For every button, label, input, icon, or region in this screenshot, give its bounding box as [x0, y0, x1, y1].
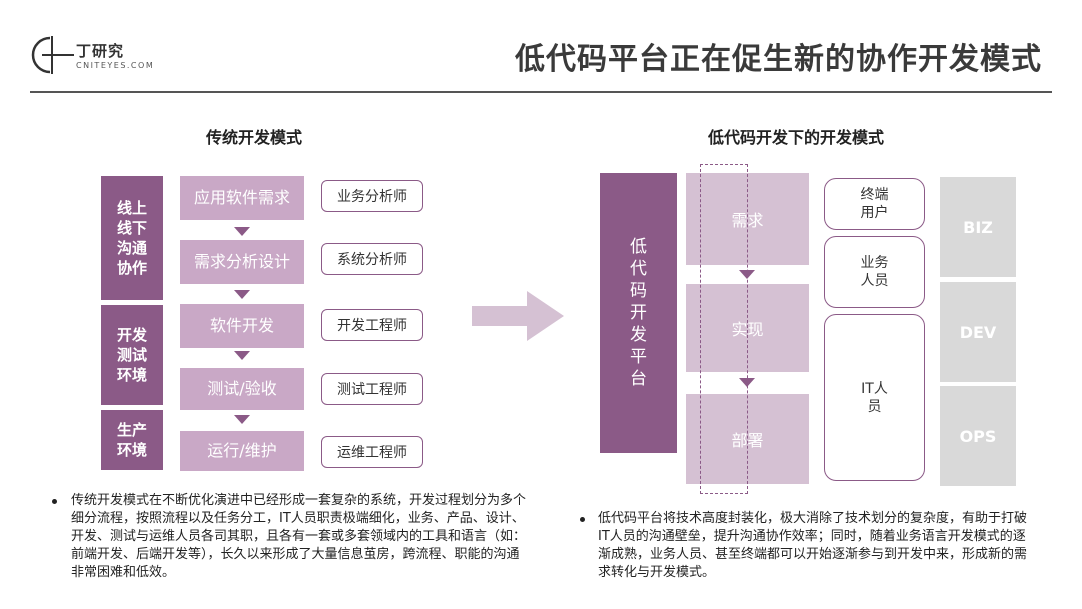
logo-text-en: CNITEYES.COM [76, 61, 155, 70]
layer-ops: OPS [940, 386, 1016, 486]
stage-dev-test: 开发测试环境 [101, 305, 163, 405]
big-right-arrow-icon [472, 291, 564, 341]
step-operations: 运行/维护 [180, 431, 304, 471]
page-title: 低代码平台正在促生新的协作开发模式 [515, 42, 1042, 77]
role-end-user: 终端用户 [824, 178, 925, 230]
title-divider [30, 91, 1052, 93]
role-system-analyst: 系统分析师 [321, 243, 423, 275]
left-section-title: 传统开发模式 [206, 128, 303, 147]
left-note: 传统开发模式在不断优化演进中已经形成一套复杂的系统，开发过程划分为多个细分流程，… [71, 493, 527, 580]
step-development: 软件开发 [180, 304, 304, 348]
role-business-staff: 业务人员 [824, 236, 925, 308]
right-section-title: 低代码开发下的开发模式 [708, 128, 885, 147]
chevron-down-icon [234, 351, 250, 360]
role-business-analyst: 业务分析师 [321, 180, 423, 212]
role-test-engineer: 测试工程师 [321, 373, 423, 405]
logo-text-cn: 丁研究 [76, 42, 125, 60]
stage-online-offline: 线上线下沟通协作 [101, 176, 163, 300]
chevron-down-icon [234, 290, 250, 299]
chevron-down-icon [234, 415, 250, 424]
step-testing: 测试/验收 [180, 368, 304, 410]
bullet-icon [52, 499, 57, 504]
lowcode-platform-bar: 低代码开发平台 [600, 173, 677, 453]
role-it-staff: IT人员 [824, 314, 925, 481]
step-requirements: 应用软件需求 [180, 176, 304, 220]
right-note: 低代码平台将技术高度封装化，极大消除了技术划分的复杂度，有助于打破IT人员的沟通… [598, 511, 1028, 580]
layer-biz: BIZ [940, 177, 1016, 277]
layer-dev: DEV [940, 282, 1016, 382]
stage-production: 生产环境 [101, 410, 163, 470]
chevron-down-icon [234, 227, 250, 236]
role-ops-engineer: 运维工程师 [321, 436, 423, 468]
step-analysis-design: 需求分析设计 [180, 240, 304, 284]
logo-mark-icon [31, 36, 74, 74]
bullet-icon [580, 517, 585, 522]
dashed-highlight-frame [700, 164, 748, 494]
role-dev-engineer: 开发工程师 [321, 309, 423, 341]
